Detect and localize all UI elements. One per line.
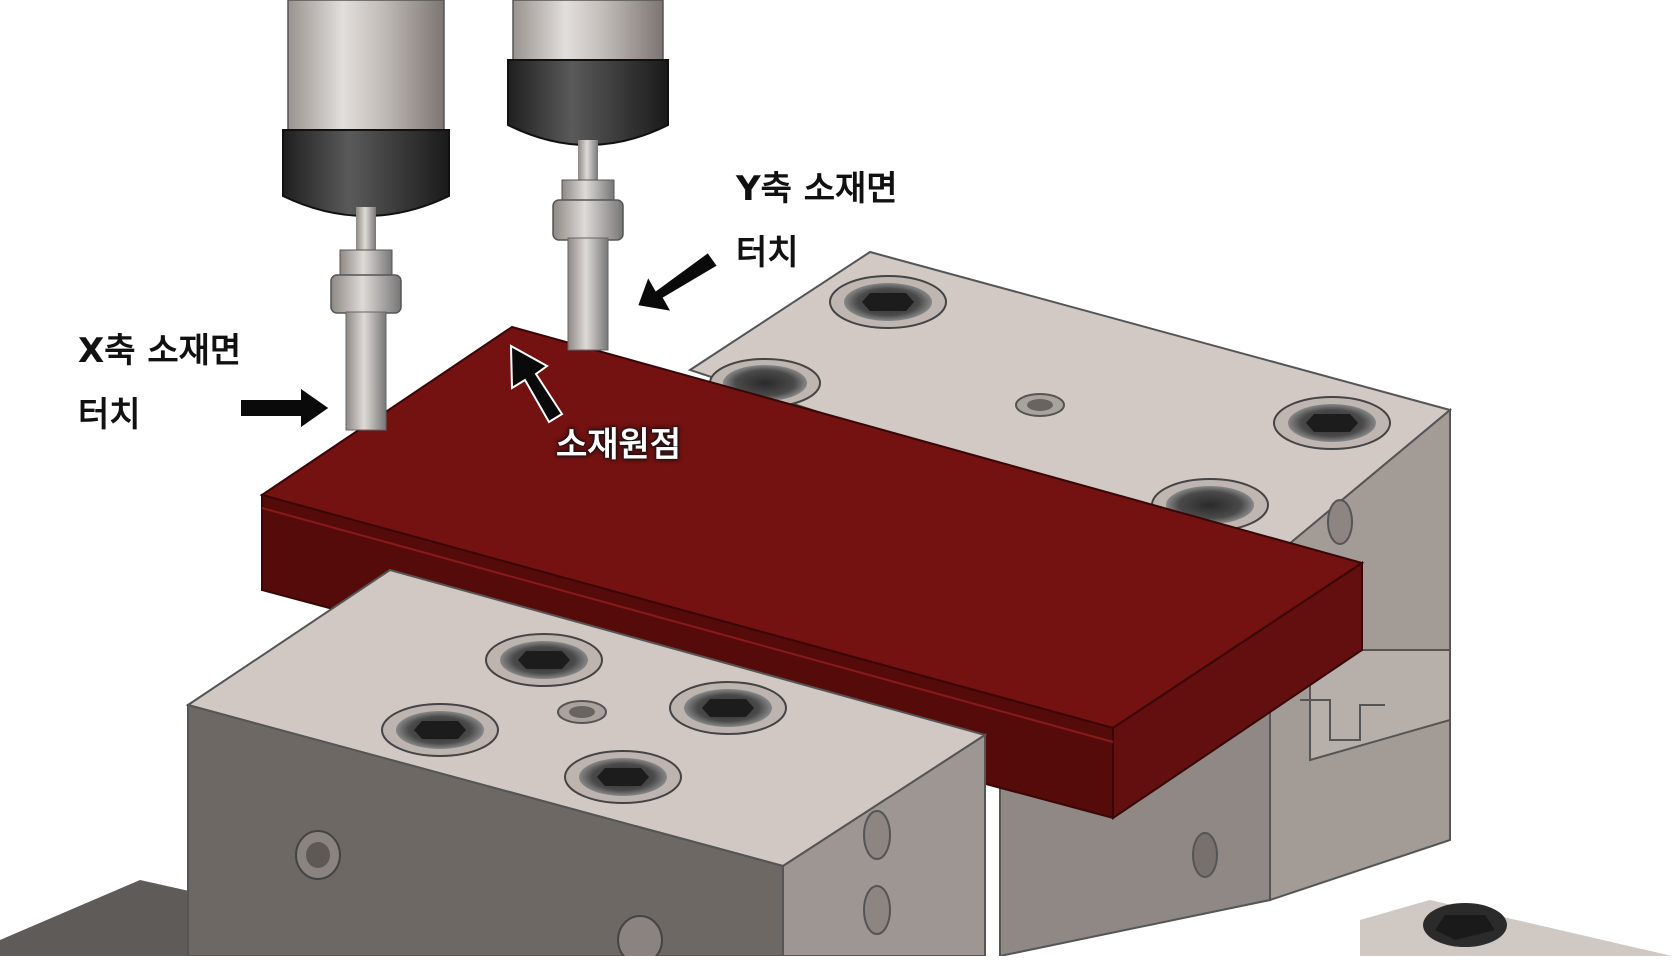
x-axis-label-line1: X축 소재면 (78, 331, 242, 371)
threaded-hole-icon (863, 885, 891, 935)
threaded-hole-icon (295, 830, 341, 880)
arrow-icon (239, 385, 332, 431)
threaded-hole-icon (617, 915, 663, 961)
y-axis-label-line1: Y축 소재면 (736, 169, 898, 209)
arrow-icon (635, 250, 720, 314)
bolt-icon (485, 633, 603, 687)
threaded-hole-icon (1015, 393, 1065, 417)
y-axis-probe (507, 0, 669, 351)
threaded-hole-icon (1327, 499, 1353, 545)
bolt-icon (829, 275, 947, 329)
threaded-hole-icon (557, 700, 607, 724)
threaded-hole-icon (1192, 832, 1218, 878)
bolt-icon (1273, 396, 1391, 450)
x-axis-probe (282, 0, 450, 431)
bolt-icon (669, 681, 787, 735)
bolt-icon (564, 750, 682, 804)
x-axis-label-line2: 터치 (78, 395, 141, 435)
arrow-icon (509, 344, 564, 424)
vise-movable-jaw (185, 568, 988, 961)
bolt-icon (381, 703, 499, 757)
threaded-hole-icon (863, 810, 891, 860)
origin-label: 소재원점 (556, 425, 682, 465)
y-axis-label-line2: 터치 (736, 233, 799, 273)
